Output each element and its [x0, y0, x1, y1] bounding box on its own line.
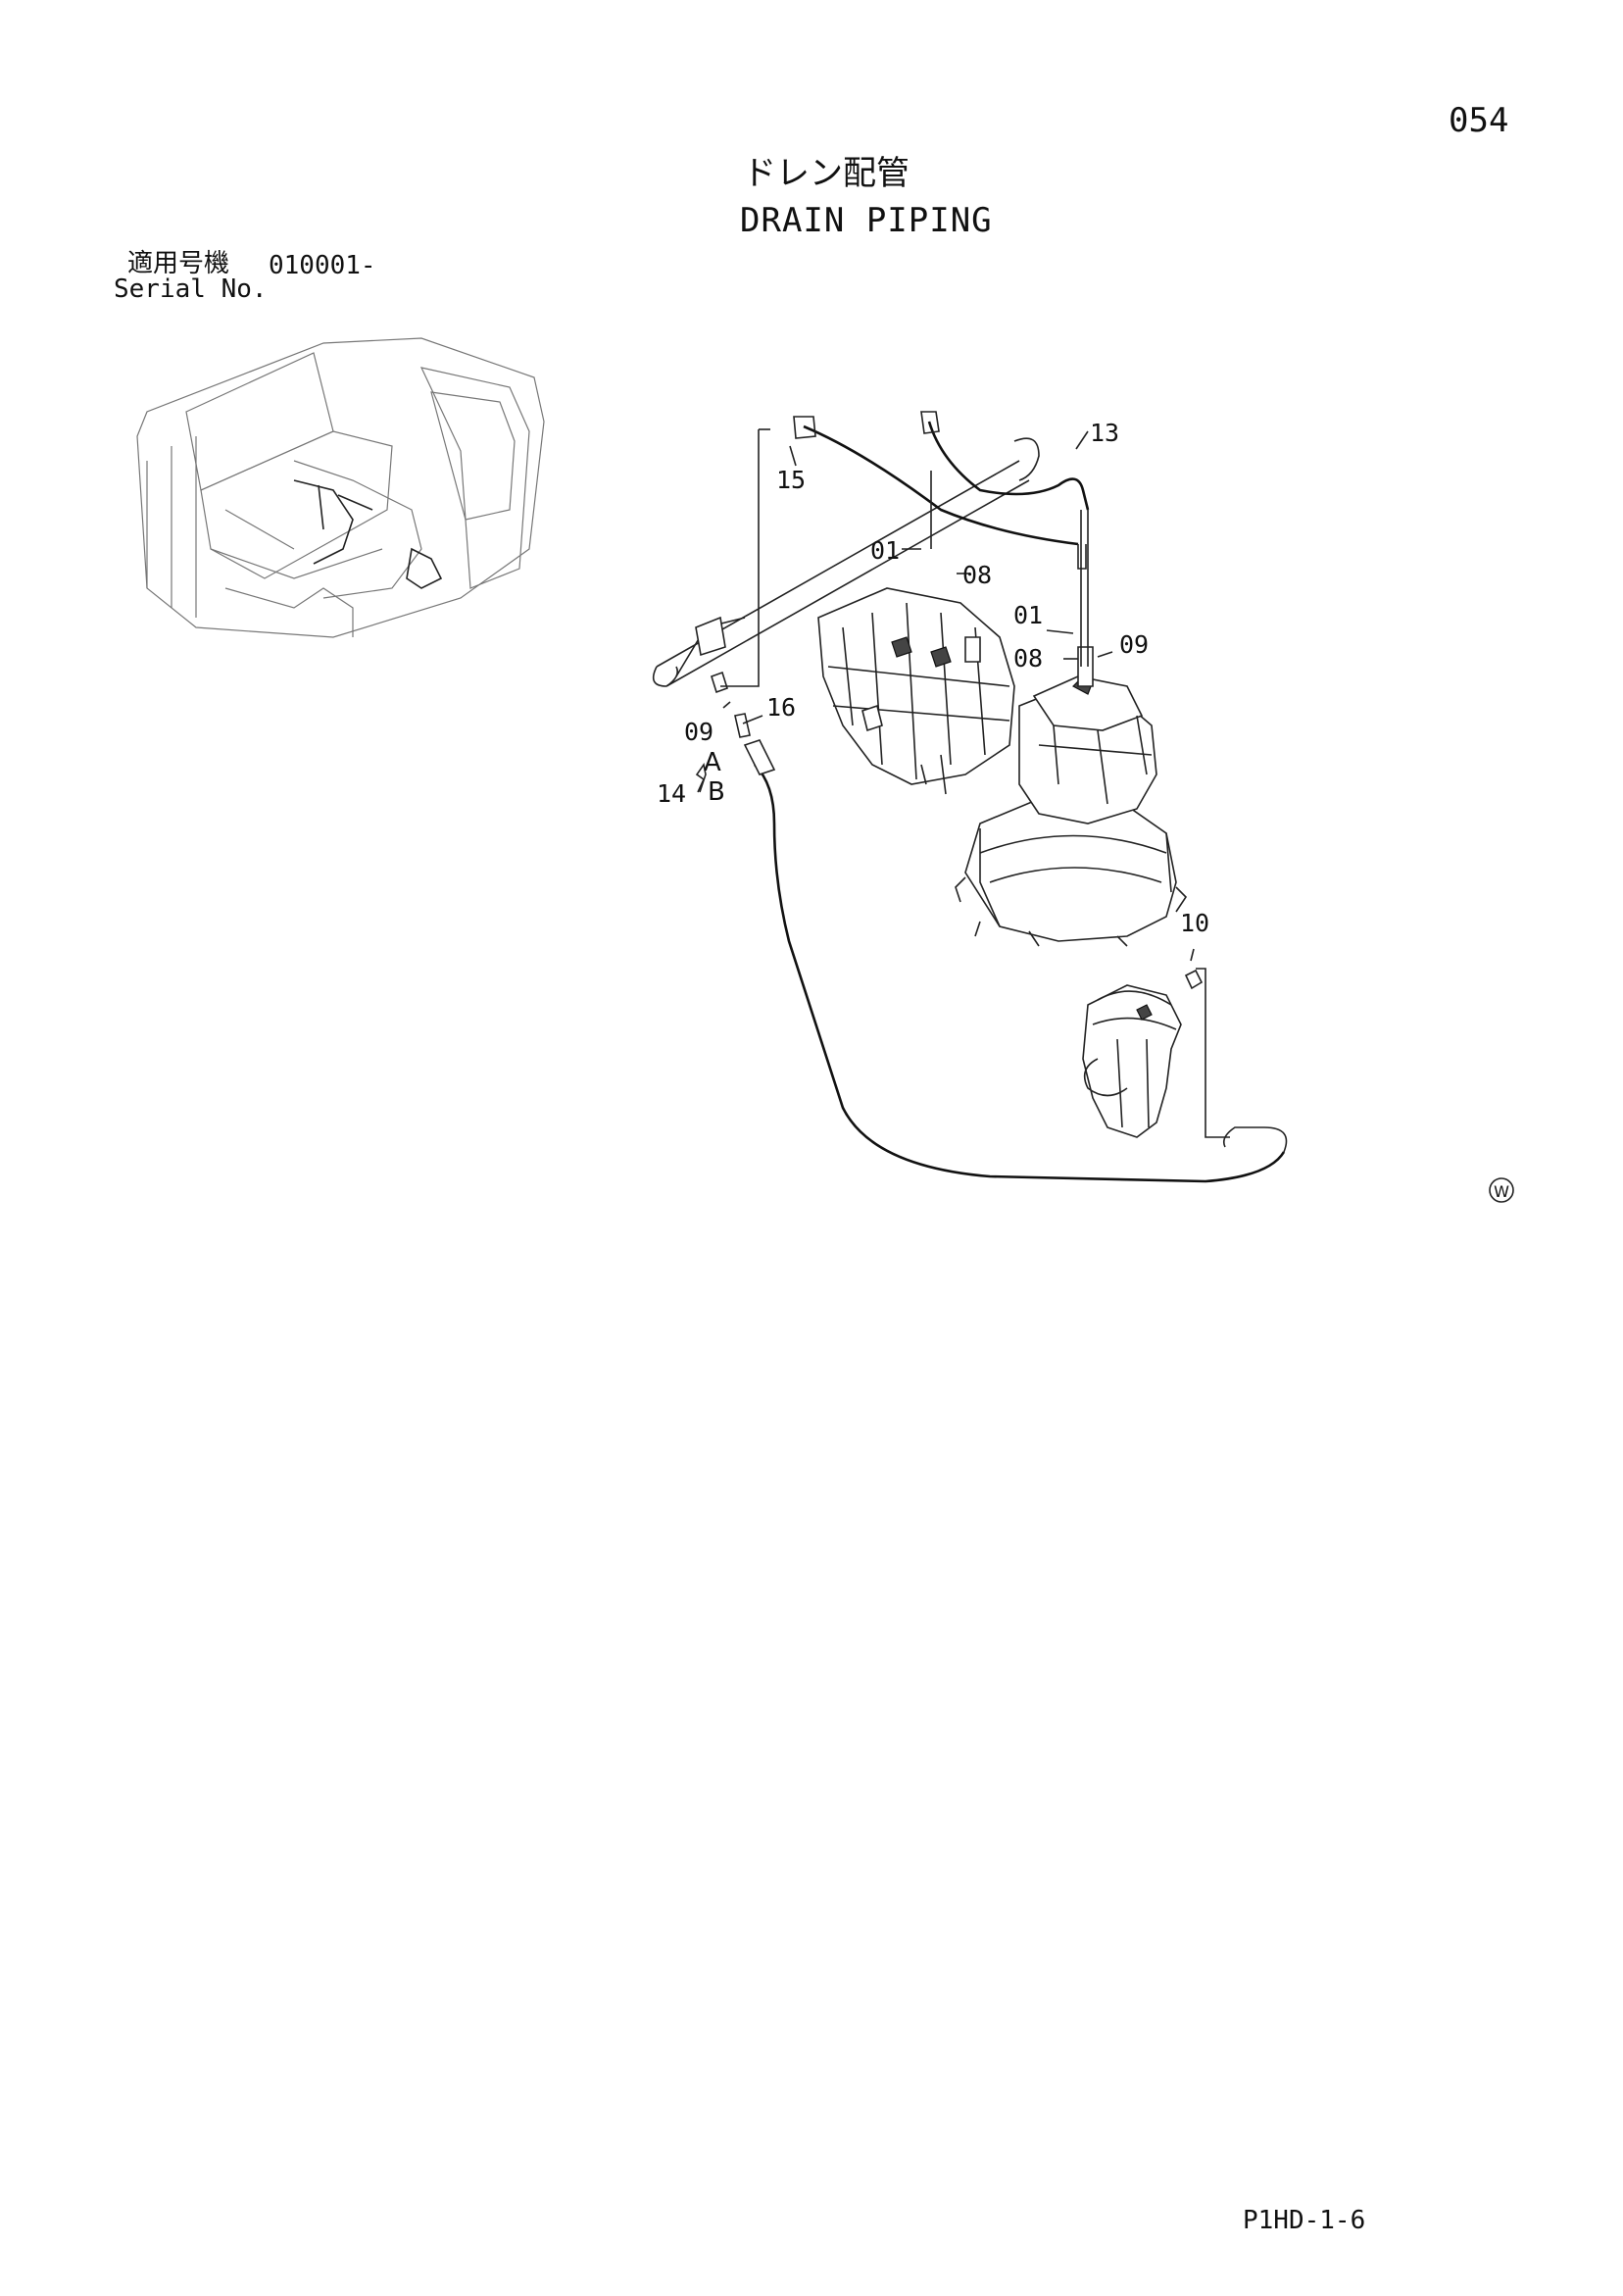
page-number: 054 — [1449, 101, 1509, 140]
callout-01-lower: 01 — [1013, 601, 1043, 629]
swing-motor-icon — [955, 646, 1188, 947]
callout-08-lower: 08 — [1013, 644, 1043, 673]
serial-range: 010001- — [269, 251, 376, 280]
circled-w-mark-icon: W — [1489, 1177, 1514, 1203]
serial-label-english: Serial No. — [114, 275, 268, 304]
callout-16: 16 — [766, 693, 796, 722]
excavator-overview-icon — [136, 337, 545, 638]
drain-hoses — [652, 411, 1288, 1183]
center-joint-icon — [1082, 984, 1182, 1138]
title-japanese: ドレン配管 — [743, 154, 910, 193]
serial-label-japanese: 適用号機 — [127, 249, 230, 278]
control-valve-icon — [817, 587, 1015, 795]
document-code: P1HD-1-6 — [1243, 2206, 1366, 2235]
w-mark-letter: W — [1494, 1182, 1509, 1201]
callout-10: 10 — [1180, 909, 1209, 937]
callout-B: B — [708, 777, 725, 807]
callout-13: 13 — [1090, 419, 1119, 447]
callout-A: A — [704, 748, 721, 777]
callout-labels: 13 15 01 08 01 08 09 09 16 A B 14 10 — [657, 419, 1209, 937]
title-english: DRAIN PIPING — [740, 201, 993, 240]
callout-08-upper: 08 — [962, 561, 992, 589]
callout-09-left: 09 — [684, 718, 713, 746]
callout-14: 14 — [657, 779, 686, 808]
callout-09-right: 09 — [1119, 630, 1149, 659]
callout-15: 15 — [776, 466, 806, 494]
callout-01-upper: 01 — [870, 536, 900, 565]
leader-lines — [695, 428, 1230, 1138]
